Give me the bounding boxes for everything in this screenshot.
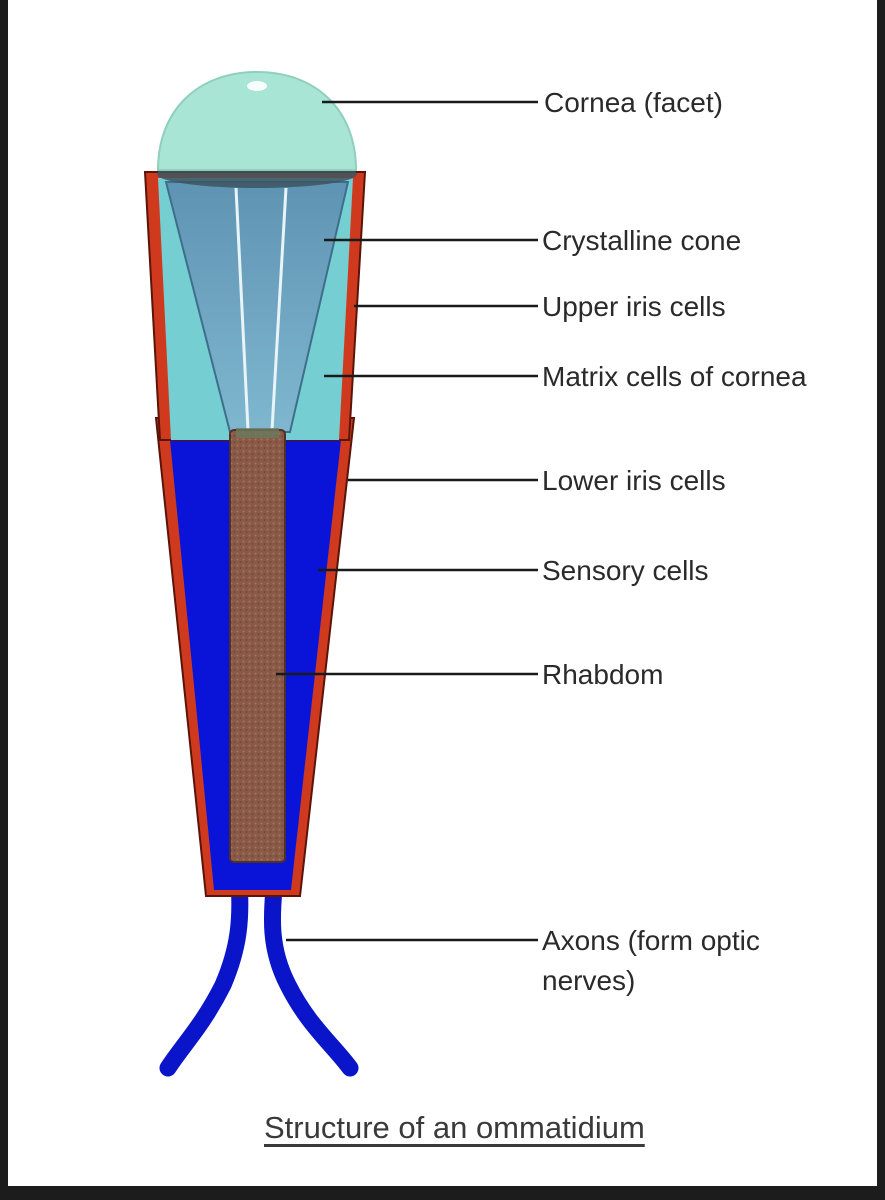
diagram-caption: Structure of an ommatidium bbox=[264, 1110, 645, 1145]
axons bbox=[159, 861, 359, 1077]
label-rhabdom: Rhabdom bbox=[542, 659, 663, 690]
label-crystalline-cone: Crystalline cone bbox=[542, 225, 741, 256]
cone-highlight-left bbox=[234, 187, 250, 431]
label-sensory-cells: Sensory cells bbox=[542, 555, 709, 586]
diagram-canvas: Cornea (facet) Crystalline cone Upper ir… bbox=[8, 0, 877, 1186]
rhabdom bbox=[229, 429, 286, 863]
cone-highlight-right bbox=[270, 187, 288, 431]
axon-left bbox=[159, 861, 249, 1077]
cornea-glint bbox=[247, 81, 267, 91]
label-matrix-cells: Matrix cells of cornea bbox=[542, 361, 807, 392]
ommatidium-diagram: Cornea (facet) Crystalline cone Upper ir… bbox=[143, 70, 807, 1077]
label-cornea: Cornea (facet) bbox=[544, 87, 723, 118]
label-lower-iris: Lower iris cells bbox=[542, 465, 726, 496]
cornea-facet bbox=[156, 70, 358, 171]
axon-right bbox=[263, 861, 359, 1077]
label-axons-line1: Axons (form optic bbox=[542, 925, 760, 956]
leader-lines bbox=[276, 100, 538, 942]
label-axons-line2: nerves) bbox=[542, 965, 635, 996]
label-upper-iris: Upper iris cells bbox=[542, 291, 726, 322]
